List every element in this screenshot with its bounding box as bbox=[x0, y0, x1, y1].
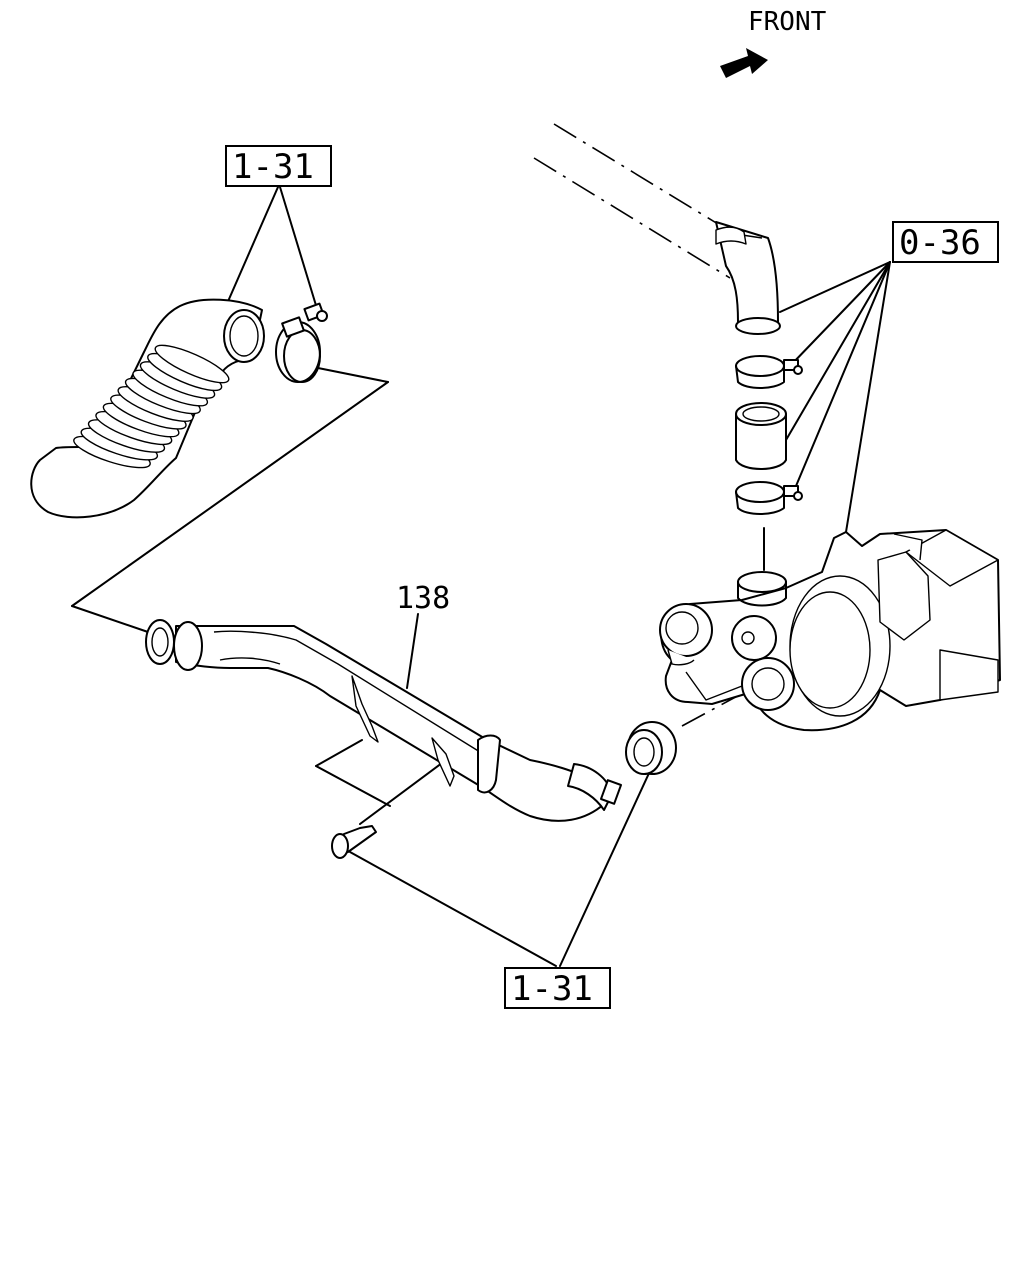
upper-elbow-pipe bbox=[715, 221, 781, 335]
callout-right-label: 0-36 bbox=[899, 223, 981, 263]
leaders-bottom bbox=[349, 757, 657, 967]
corrugated-hose bbox=[30, 298, 265, 519]
leaders-upper-left bbox=[225, 186, 319, 313]
bolt bbox=[331, 825, 377, 859]
hose-segment-right bbox=[735, 402, 787, 470]
leaders-right bbox=[779, 261, 891, 533]
assembly-lines bbox=[71, 123, 765, 825]
callout-right: 0-36 bbox=[892, 221, 999, 263]
callout-upper-left: 1-31 bbox=[225, 145, 332, 187]
callout-upper-left-label: 1-31 bbox=[232, 147, 314, 187]
callout-bottom-label: 1-31 bbox=[511, 969, 593, 1009]
part-number-138: 138 bbox=[396, 581, 450, 616]
front-arrow-icon bbox=[720, 48, 768, 78]
valve-assembly bbox=[659, 529, 1001, 732]
hose-corrugation-ring bbox=[154, 344, 230, 384]
hose-clamp-upper bbox=[275, 302, 328, 383]
leader-138 bbox=[406, 613, 419, 689]
connector-ring bbox=[625, 721, 677, 775]
front-label: FRONT bbox=[748, 7, 827, 37]
clamp-right-lower bbox=[735, 481, 803, 515]
pipe-138 bbox=[145, 619, 622, 822]
clamp-right-upper bbox=[735, 355, 803, 389]
callout-bottom: 1-31 bbox=[504, 967, 611, 1009]
